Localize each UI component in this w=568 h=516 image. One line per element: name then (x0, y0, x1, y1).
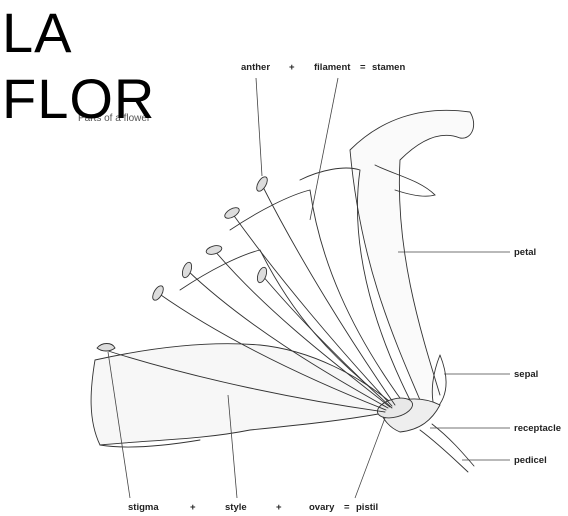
petal-fold (374, 164, 436, 197)
label-petal: petal (514, 247, 537, 258)
petal-left (229, 189, 406, 406)
label-sepal: sepal (514, 369, 539, 380)
label-equals-bottom: = (344, 502, 350, 513)
stigma-shape (96, 343, 116, 352)
label-plus-top: + (289, 62, 295, 73)
leader-filament (309, 77, 339, 221)
filament-2 (231, 212, 393, 407)
filament-4 (186, 269, 389, 409)
sepal-shape (90, 343, 401, 446)
leader-anther (255, 77, 263, 177)
diagram-caption: Parts of a flower (78, 113, 151, 124)
anther-3 (205, 245, 223, 255)
anther-5 (152, 285, 164, 301)
label-plus-bottom-1: + (190, 502, 196, 513)
leader-ovary (354, 417, 386, 499)
anther-4 (181, 261, 193, 279)
leader-style (227, 394, 238, 499)
label-style: style (225, 502, 247, 513)
filament-5 (157, 292, 387, 411)
petal-inner (299, 167, 411, 401)
label-plus-bottom-2: + (276, 502, 282, 513)
label-receptacle: receptacle (514, 423, 562, 434)
pedicel-shape (419, 423, 475, 473)
label-filament: filament (314, 62, 351, 73)
petal-shape (349, 109, 474, 401)
label-pistil: pistil (356, 502, 379, 513)
filament-6 (261, 274, 393, 409)
anther-1 (256, 176, 268, 192)
sepal-edge (99, 439, 201, 448)
filament-1 (261, 184, 396, 406)
page-title: LA FLOR (2, 1, 156, 130)
label-stamen: stamen (372, 62, 406, 73)
label-anther: anther (241, 62, 271, 73)
leader-stigma (107, 351, 131, 499)
anther-2 (224, 207, 240, 219)
label-ovary: ovary (309, 502, 335, 513)
anther-6 (256, 266, 268, 284)
label-pedicel: pedicel (514, 455, 547, 466)
filament-3 (213, 249, 391, 408)
petal-lower (179, 249, 401, 411)
label-stigma: stigma (128, 502, 159, 513)
label-equals-top: = (360, 62, 366, 73)
style-shape (104, 349, 386, 413)
